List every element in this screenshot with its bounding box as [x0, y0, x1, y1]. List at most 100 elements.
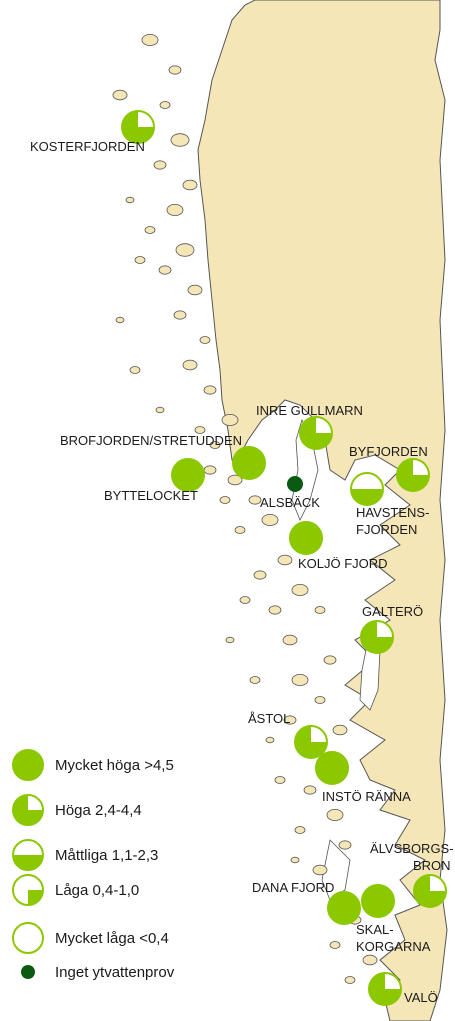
- legend-symbol: [12, 794, 44, 826]
- legend-label: Måttliga 1,1-2,3: [55, 847, 158, 864]
- station-label: KORGARNA: [356, 939, 431, 954]
- station-marker-alsback[interactable]: [287, 476, 303, 492]
- island: [166, 203, 184, 216]
- marker-wedge: [351, 489, 383, 505]
- station-marker-astol[interactable]: [294, 725, 328, 759]
- island: [277, 554, 293, 566]
- station-label: ALSBÄCK: [260, 495, 320, 510]
- station-label: ÄLVSBORGS-: [370, 841, 454, 856]
- station-marker-inre-gullmarn[interactable]: [299, 416, 333, 450]
- marker-wedge: [13, 855, 43, 870]
- marker-wedge: [13, 795, 43, 825]
- station-label: KOSTERFJORDEN: [30, 139, 145, 154]
- legend-label: Höga 2,4-4,4: [55, 802, 142, 819]
- island: [225, 636, 235, 644]
- station-labels: KOSTERFJORDEN INRE GULLMARN BROFJORDEN/S…: [30, 139, 454, 1005]
- island: [303, 785, 317, 795]
- station-markers: [121, 110, 447, 1006]
- station-marker-galtero[interactable]: [360, 620, 394, 654]
- island: [203, 385, 217, 395]
- marker-wedge: [300, 417, 332, 449]
- legend-symbol: [12, 839, 44, 871]
- map-legend: Mycket höga >4,5 Höga 2,4-4,4 Måttliga 1…: [12, 749, 175, 981]
- legend-item: Höga 2,4-4,4: [12, 794, 142, 826]
- island: [268, 605, 282, 615]
- island: [209, 441, 221, 449]
- island: [249, 676, 261, 684]
- island: [173, 310, 187, 320]
- marker-ring: [327, 891, 361, 925]
- island: [199, 336, 211, 344]
- island: [125, 196, 135, 204]
- island: [248, 495, 262, 505]
- legend-label: Låga 0,4-1,0: [55, 882, 139, 899]
- island: [153, 160, 167, 170]
- station-marker-valo[interactable]: [368, 972, 402, 1006]
- island: [312, 864, 328, 876]
- island: [239, 596, 251, 604]
- marker-ring: [12, 922, 44, 954]
- station-label: VALÖ: [404, 990, 438, 1005]
- station-marker-havstensfjorden[interactable]: [350, 472, 384, 506]
- station-marker-insto-ranna[interactable]: [315, 751, 349, 785]
- island: [290, 856, 300, 864]
- legend-item: Låga 0,4-1,0: [12, 874, 139, 906]
- island: [314, 696, 326, 704]
- station-marker-koljo-fjord[interactable]: [289, 521, 323, 555]
- station-label: SKAL-: [356, 922, 394, 937]
- legend-item: Måttliga 1,1-2,3: [12, 839, 158, 871]
- station-marker-brofjorden[interactable]: [232, 446, 266, 480]
- island: [261, 514, 279, 527]
- island: [338, 840, 352, 850]
- station-label: INRE GULLMARN: [256, 403, 363, 418]
- island: [187, 284, 203, 296]
- island: [144, 226, 156, 234]
- island: [274, 776, 286, 784]
- island: [291, 584, 309, 597]
- station-label: HAVSTENS-: [356, 505, 429, 520]
- island: [294, 826, 306, 834]
- island: [182, 179, 198, 191]
- island: [326, 809, 344, 822]
- station-marker-skalkorgarna[interactable]: [361, 884, 395, 918]
- island: [314, 606, 326, 614]
- no-sample-dot: [21, 965, 35, 979]
- marker-ring: [289, 521, 323, 555]
- station-marker-alvsborgsbron[interactable]: [413, 874, 447, 908]
- island: [158, 265, 172, 275]
- station-label: DANA FJORD: [252, 880, 334, 895]
- marker-ring: [232, 446, 266, 480]
- station-label: ÅSTOL: [248, 711, 290, 726]
- island: [203, 465, 217, 475]
- legend-symbol: [12, 922, 44, 954]
- island: [182, 359, 198, 371]
- legend-symbol: [21, 965, 35, 979]
- station-marker-dana-fjord[interactable]: [327, 891, 361, 925]
- station-marker-byttelocket[interactable]: [171, 458, 205, 492]
- marker-wedge: [397, 459, 429, 491]
- island: [112, 89, 128, 101]
- marker-ring: [315, 751, 349, 785]
- station-marker-byfjorden[interactable]: [396, 458, 430, 492]
- marker-wedge: [122, 111, 154, 143]
- legend-label: Mycket låga <0,4: [55, 930, 169, 947]
- island: [344, 976, 356, 984]
- island: [194, 426, 206, 434]
- islands: [112, 34, 378, 984]
- station-label: GALTERÖ: [362, 604, 423, 619]
- island: [227, 474, 243, 486]
- station-label: BYTTELOCKET: [104, 488, 198, 503]
- island: [129, 366, 141, 374]
- legend-item: Inget ytvattenprov: [21, 964, 175, 981]
- marker-ring: [361, 884, 395, 918]
- island: [291, 674, 309, 687]
- station-marker-kosterfjorden[interactable]: [121, 110, 155, 144]
- station-label: BROFJORDEN/STRETUDDEN: [60, 433, 242, 448]
- station-label: BYFJORDEN: [349, 444, 428, 459]
- marker-wedge: [414, 875, 446, 907]
- island: [115, 316, 125, 324]
- marker-wedge: [28, 890, 43, 905]
- island: [265, 736, 275, 744]
- island: [159, 101, 171, 109]
